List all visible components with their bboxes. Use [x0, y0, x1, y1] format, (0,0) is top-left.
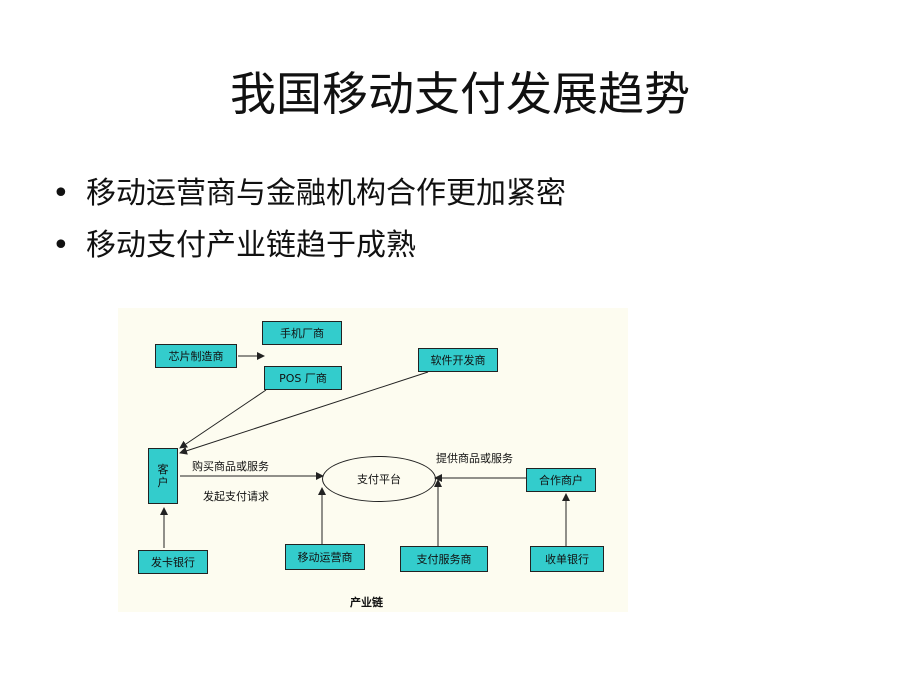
- slide-title: 我国移动支付发展趋势: [230, 67, 690, 121]
- industry-chain-diagram: 手机厂商 芯片制造商 POS 厂商 软件开发商 客 户 购买商品或服务 发起支付…: [118, 308, 628, 612]
- node-chip-maker: 芯片制造商: [155, 344, 237, 368]
- edge-pos-to-customer: [179, 389, 267, 449]
- bullet-text: 移动运营商与金融机构合作更加紧密: [86, 176, 566, 211]
- node-customer: 客 户: [148, 448, 178, 504]
- node-phone-maker: 手机厂商: [262, 321, 342, 345]
- bullet-text: 移动支付产业链趋于成熟: [86, 228, 416, 263]
- customer-char: 户: [157, 476, 169, 489]
- node-pos-maker: POS 厂商: [264, 366, 342, 390]
- diagram-caption: 产业链: [350, 596, 383, 609]
- node-mobile-operator: 移动运营商: [285, 544, 365, 570]
- diagram-connectors: [160, 352, 570, 548]
- bullet-glyph: •: [52, 176, 70, 211]
- node-software-dev: 软件开发商: [418, 348, 498, 372]
- node-acquiring-bank: 收单银行: [530, 546, 604, 572]
- bullet-item: • 移动运营商与金融机构合作更加紧密: [52, 168, 566, 220]
- edge-label-initiate: 发起支付请求: [203, 490, 269, 503]
- node-payment-platform: 支付平台: [322, 456, 436, 502]
- edge-label-buy: 购买商品或服务: [192, 460, 269, 473]
- edge-software-to-customer: [179, 371, 429, 455]
- node-merchant: 合作商户: [526, 468, 596, 492]
- node-payment-service: 支付服务商: [400, 546, 488, 572]
- customer-char: 客: [157, 463, 169, 476]
- edge-label-provide: 提供商品或服务: [436, 452, 513, 465]
- bullet-glyph: •: [52, 228, 70, 263]
- bullet-list: • 移动运营商与金融机构合作更加紧密 • 移动支付产业链趋于成熟: [52, 168, 566, 272]
- bullet-item: • 移动支付产业链趋于成熟: [52, 220, 566, 272]
- node-card-bank: 发卡银行: [138, 550, 208, 574]
